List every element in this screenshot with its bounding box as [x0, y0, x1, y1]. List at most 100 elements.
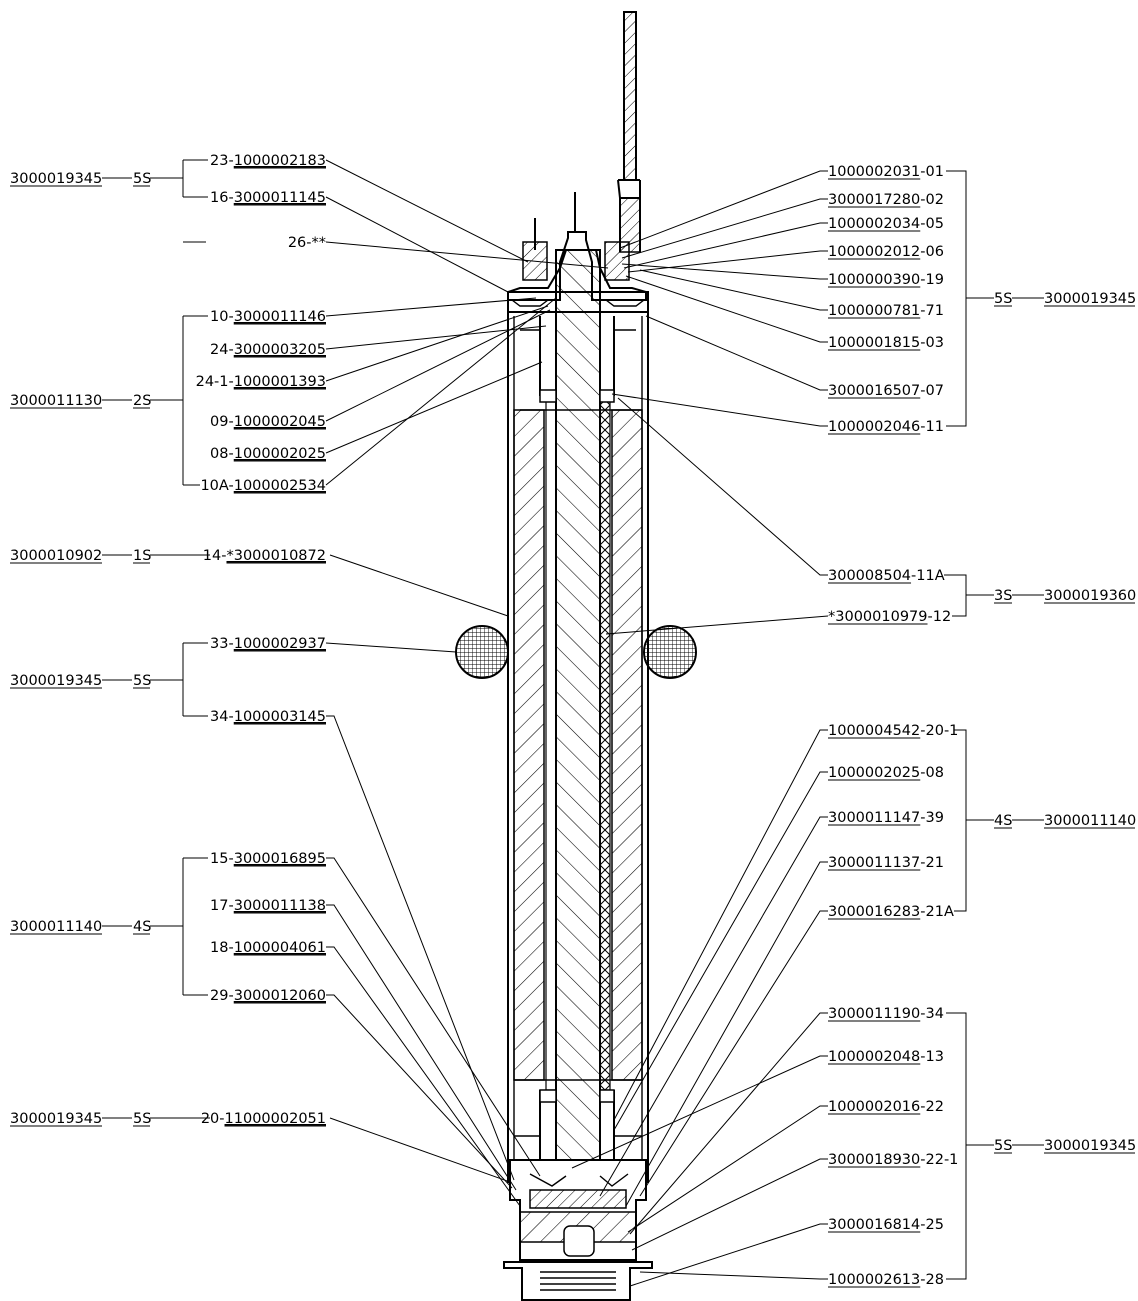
right-part-label: 3000016507-07 — [828, 383, 944, 399]
part-index: -20-1 — [920, 723, 958, 739]
part-code: 1000004061 — [234, 940, 326, 956]
part-code: 1000001815 — [828, 335, 920, 351]
left-part-label: 29-3000012060 — [210, 988, 326, 1004]
assembly-code: 3000019345 — [10, 1111, 102, 1127]
part-index: -22-1 — [920, 1152, 958, 1168]
part-code: 1000002025 — [234, 446, 326, 462]
bottom-cap — [503, 1261, 653, 1301]
part-index: -22 — [920, 1099, 944, 1115]
right-part-label: 1000002016-22 — [828, 1099, 944, 1115]
left-part-label: 24-3000003205 — [210, 342, 326, 358]
right-part-label: 1000001815-03 — [828, 335, 944, 351]
part-index: 14- — [203, 548, 227, 564]
part-code: 1000002937 — [234, 636, 326, 652]
assembly-code: 3000019345 — [1044, 1138, 1136, 1154]
right-part-label: 3000011147-39 — [828, 810, 944, 826]
part-index: -39 — [920, 810, 944, 826]
right-part-label: 3000017280-02 — [828, 192, 944, 208]
left-part-label: 08-1000002025 — [210, 446, 326, 462]
part-index: -28 — [920, 1272, 944, 1288]
part-index: 24-1- — [196, 374, 234, 390]
left-part-label: 10-3000011146 — [210, 309, 326, 325]
assembly-qty: 5S — [133, 673, 151, 689]
left-part-label: 34-1000003145 — [210, 709, 326, 725]
left-part-label: 15-3000016895 — [210, 851, 326, 867]
part-code: 1000002048 — [828, 1049, 920, 1065]
assembly-code: 3000011130 — [10, 393, 102, 409]
part-index: 18- — [210, 940, 234, 956]
part-code: *3000010979 — [828, 609, 928, 625]
part-index: -01 — [920, 164, 944, 180]
part-code: 11000002051 — [225, 1111, 326, 1127]
left-part-label: 17-3000011138 — [210, 898, 326, 914]
left-part-label: 20-11000002051 — [201, 1111, 326, 1127]
top-nut-right — [604, 241, 630, 281]
part-index: -03 — [920, 335, 944, 351]
part-code: 3000003205 — [234, 342, 326, 358]
part-index: 16- — [210, 190, 234, 206]
left-part-label: 24-1-1000001393 — [196, 374, 326, 390]
part-code: 3000011145 — [234, 190, 326, 206]
left-part-label: 10A-1000002534 — [200, 478, 326, 494]
part-code: 3000016814 — [828, 1217, 920, 1233]
part-code: 3000016283 — [828, 904, 920, 920]
part-index: 23- — [210, 153, 234, 169]
part-index: -19 — [920, 272, 944, 288]
part-index: -21 — [920, 855, 944, 871]
right-part-label: 1000002046-11 — [828, 419, 944, 435]
right-part-label: 1000002613-28 — [828, 1272, 944, 1288]
right-part-label: 1000000390-19 — [828, 272, 944, 288]
part-index: 10- — [210, 309, 234, 325]
right-part-label: 1000002048-13 — [828, 1049, 944, 1065]
right-part-labels: 1000002031-01 3000017280-02 1000002034-05 1… — [828, 164, 958, 1288]
part-code: 3000011147 — [828, 810, 920, 826]
left-part-label: 33-1000002937 — [210, 636, 326, 652]
part-code: 1000000390 — [828, 272, 920, 288]
part-code: 1000002045 — [234, 414, 326, 430]
assembly-code: 3000019360 — [1044, 588, 1136, 604]
power-cable — [623, 11, 637, 181]
part-code: 3000011146 — [234, 309, 326, 325]
part-code: 3000011137 — [828, 855, 920, 871]
part-index: 33- — [210, 636, 234, 652]
right-part-label: 1000002034-05 — [828, 216, 944, 232]
left-part-label: 23-1000002183 — [210, 153, 326, 169]
pump-cross-section — [455, 11, 697, 1301]
motor-shaft — [555, 249, 601, 1181]
assembly-code: 3000011140 — [1044, 813, 1136, 829]
part-code: 1000000781 — [828, 303, 920, 319]
part-index: -21A — [920, 904, 954, 920]
part-index: -11A — [911, 568, 945, 584]
part-code: 1000001393 — [234, 374, 326, 390]
part-code: 1000002025 — [828, 765, 920, 781]
part-index: 20- — [201, 1111, 225, 1127]
assembly-qty: 4S — [994, 813, 1012, 829]
right-part-label: 1000000781-71 — [828, 303, 944, 319]
part-code: 300008504 — [828, 568, 911, 584]
assembly-code: 3000019345 — [10, 171, 102, 187]
assembly-qty: 3S — [994, 588, 1012, 604]
part-code: 1000002183 — [234, 153, 326, 169]
part-code: 3000011138 — [234, 898, 326, 914]
part-index: 17- — [210, 898, 234, 914]
assembly-qty: 5S — [994, 291, 1012, 307]
assembly-qty: 5S — [133, 171, 151, 187]
right-part-label: 3000016283-21A — [828, 904, 954, 920]
right-part-label: 3000016814-25 — [828, 1217, 944, 1233]
part-index: 15- — [210, 851, 234, 867]
assembly-code: 3000011140 — [10, 919, 102, 935]
part-code: 1000002031 — [828, 164, 920, 180]
part-code: 1000002613 — [828, 1272, 920, 1288]
part-index: 29- — [210, 988, 234, 1004]
right-part-label: 3000018930-22-1 — [828, 1152, 958, 1168]
part-index: -07 — [920, 383, 944, 399]
part-code: 1000002046 — [828, 419, 920, 435]
left-part-labels: 23-100000218316-300001114526-**10-300001… — [196, 153, 326, 1127]
part-code: 1000002534 — [234, 478, 326, 494]
part-index: 26-** — [288, 235, 326, 251]
part-index: -13 — [920, 1049, 944, 1065]
right-part-label: 1000002031-01 — [828, 164, 944, 180]
left-part-label: 16-3000011145 — [210, 190, 326, 206]
